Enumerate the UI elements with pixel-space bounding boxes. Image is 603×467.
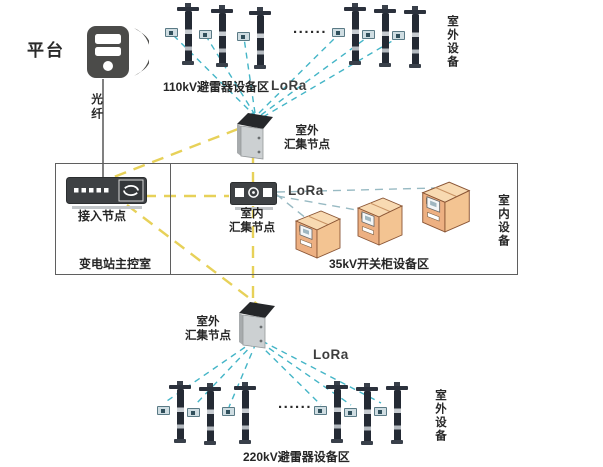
server-icon bbox=[87, 26, 149, 78]
arrester bbox=[165, 3, 202, 69]
sensor-icon bbox=[362, 30, 375, 39]
sensor-icon bbox=[157, 406, 170, 415]
arrester bbox=[222, 382, 259, 448]
sensor-icon bbox=[374, 407, 387, 416]
arrester bbox=[314, 381, 351, 447]
arrester bbox=[362, 5, 399, 71]
switchgear-cabinet-icon bbox=[294, 210, 342, 259]
platform-label: 平台 bbox=[27, 41, 65, 60]
arrester bbox=[187, 383, 224, 449]
room-divider bbox=[170, 163, 171, 275]
arrester bbox=[392, 6, 429, 72]
lora-label-top: LoRa bbox=[271, 78, 307, 93]
arrester bbox=[237, 7, 274, 73]
sensor-icon bbox=[392, 31, 405, 40]
indoor-hub-icon bbox=[230, 182, 277, 210]
access-node-icon bbox=[66, 177, 147, 209]
area-label-110kv: 110kV避雷器设备区 bbox=[163, 80, 270, 94]
node-label-access: 接入节点 bbox=[78, 209, 127, 223]
sensor-icon bbox=[187, 408, 200, 417]
aggregation-node-icon bbox=[239, 302, 275, 349]
lora-label-indoor: LoRa bbox=[288, 183, 324, 198]
lora-links-indoor bbox=[275, 187, 437, 224]
node-label-indoor-hub: 室内汇集节点 bbox=[229, 208, 275, 234]
sensor-icon bbox=[344, 408, 357, 417]
sensor-icon bbox=[314, 406, 327, 415]
sensor-icon bbox=[165, 28, 178, 37]
side-label-outdoor-top: 室外设备 bbox=[446, 15, 458, 69]
sensor-icon bbox=[222, 407, 235, 416]
lora-links-top bbox=[171, 33, 400, 118]
arrester bbox=[332, 3, 369, 69]
node-label-outdoor-top: 室外汇集节点 bbox=[284, 125, 330, 151]
side-label-outdoor-bottom: 室外设备 bbox=[434, 389, 446, 443]
lora-label-bottom: LoRa bbox=[313, 347, 349, 362]
side-label-indoor: 室内设备 bbox=[497, 194, 509, 248]
arrester bbox=[199, 5, 236, 71]
sensor-icon bbox=[199, 30, 212, 39]
node-label-outdoor-bottom: 室外汇集节点 bbox=[185, 316, 231, 342]
arrester bbox=[374, 382, 411, 448]
building-outline bbox=[55, 163, 518, 275]
area-label-220kv: 220kV避雷器设备区 bbox=[243, 450, 350, 464]
fiber-label: 光纤 bbox=[90, 93, 102, 122]
sensor-icon bbox=[237, 32, 250, 41]
room-label-control: 变电站主控室 bbox=[79, 257, 152, 271]
switchgear-cabinet-icon bbox=[356, 197, 404, 246]
ellipsis-more-devices: ...... bbox=[278, 395, 313, 412]
arrester bbox=[344, 383, 381, 449]
sensor-icon bbox=[332, 28, 345, 37]
ellipsis-more-devices: ...... bbox=[293, 20, 328, 37]
aggregation-node-icon bbox=[237, 113, 273, 160]
arrester bbox=[157, 381, 194, 447]
area-label-35kv: 35kV开关柜设备区 bbox=[329, 257, 430, 271]
switchgear-cabinet-icon bbox=[421, 181, 471, 233]
